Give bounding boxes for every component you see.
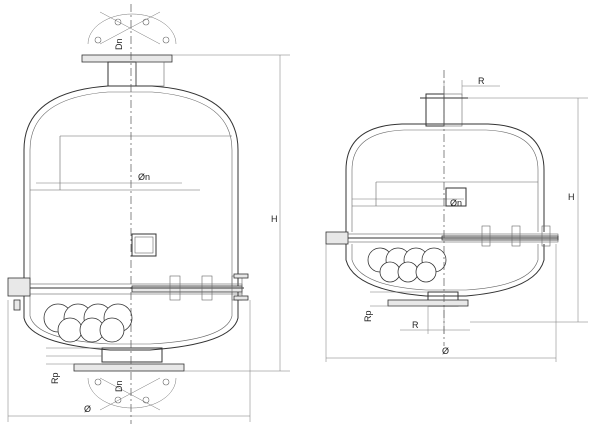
right-top-nozzle: R bbox=[420, 76, 500, 127]
left-bottom-nozzle: Rp bbox=[46, 347, 185, 384]
right-width-dimension: Ø bbox=[325, 244, 557, 362]
left-bottom-nozzle-label: Dn bbox=[114, 380, 124, 392]
left-top-bolt-circle: Dn bbox=[87, 11, 177, 50]
right-outer-diameter-label: Ø bbox=[442, 346, 449, 356]
right-support-plate bbox=[325, 225, 559, 247]
left-bottom-bolt-circle: Dn bbox=[87, 377, 177, 411]
right-height-label: H bbox=[568, 192, 575, 202]
left-height-dimension: H bbox=[172, 54, 290, 372]
left-manhole bbox=[131, 233, 157, 257]
left-support-gap-label: Rp bbox=[50, 372, 60, 384]
left-inner-diameter-label: Øn bbox=[138, 172, 150, 182]
right-vessel: R Øn bbox=[325, 70, 588, 362]
left-height-label: H bbox=[271, 214, 278, 224]
left-top-nozzle-label: Dn bbox=[114, 38, 124, 50]
left-shell bbox=[23, 85, 239, 288]
right-ball-bed bbox=[367, 247, 447, 283]
left-top-flange bbox=[81, 54, 173, 87]
right-bottom-offset-label: R bbox=[412, 320, 419, 330]
left-ball-bed bbox=[43, 303, 133, 343]
right-support-gap-label: Rp bbox=[363, 310, 373, 322]
right-top-offset-label: R bbox=[478, 76, 485, 86]
right-bottom-nozzle: Rp R bbox=[363, 291, 470, 334]
right-inner-diameter-label: Øn bbox=[450, 198, 462, 208]
left-outer-diameter-label: Ø bbox=[84, 404, 91, 414]
left-support-plate bbox=[7, 273, 249, 311]
right-height-dimension: H bbox=[468, 97, 588, 323]
left-width-dimension: Ø bbox=[7, 300, 251, 422]
right-shell bbox=[345, 123, 545, 232]
right-manhole bbox=[445, 187, 467, 207]
left-vessel: Dn Øn bbox=[7, 4, 290, 424]
